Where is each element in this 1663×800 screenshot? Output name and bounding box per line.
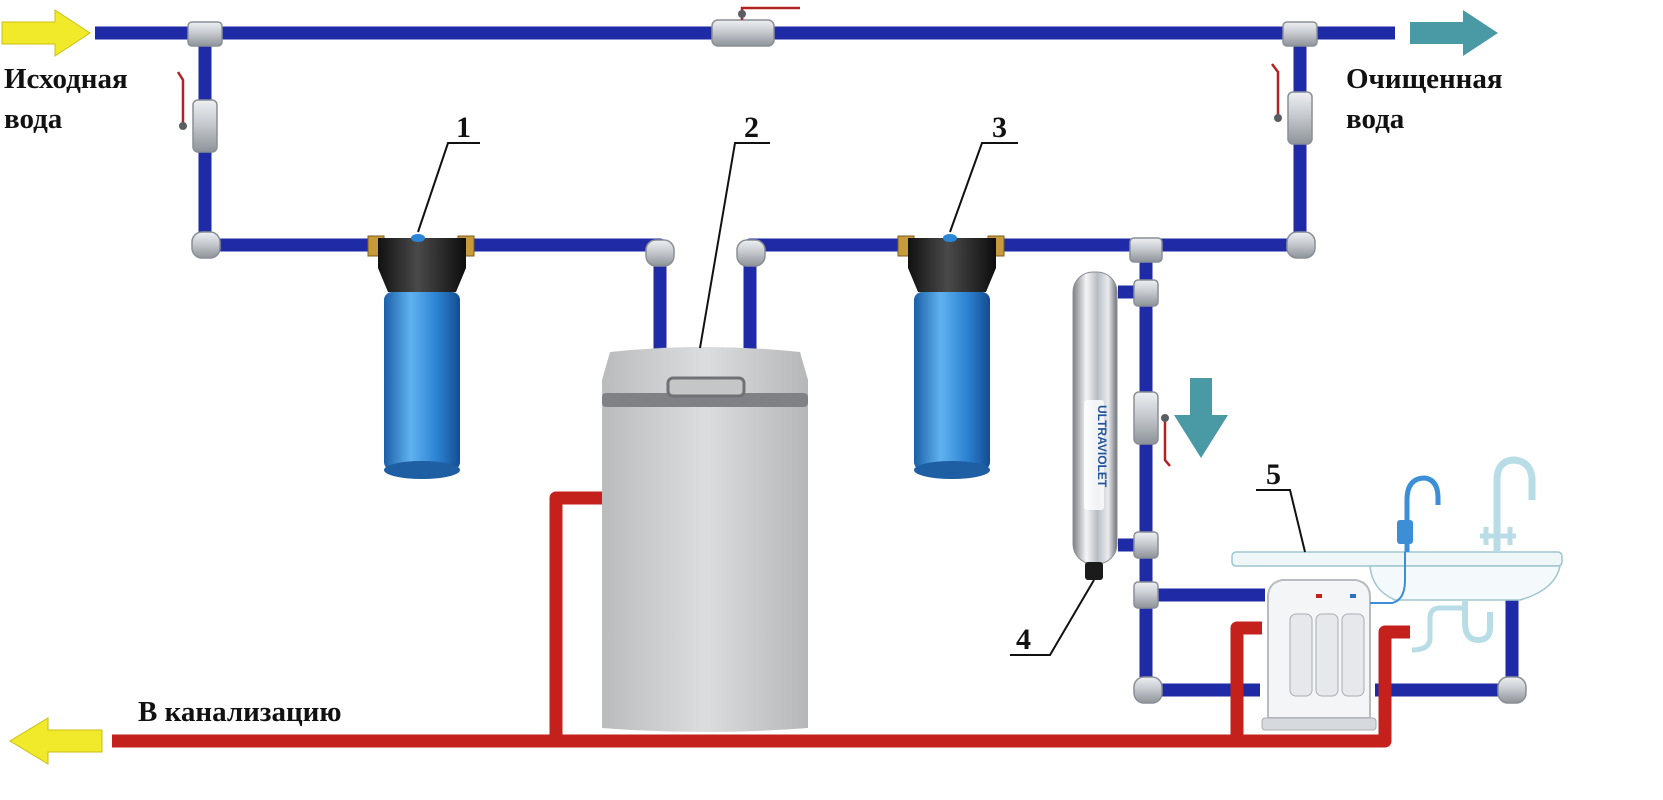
reverse-osmosis-unit xyxy=(1261,579,1377,731)
callout-line-1 xyxy=(417,142,480,233)
uv-sterilizer: ULTRAVIOLET xyxy=(1072,271,1118,580)
inlet-valve-body xyxy=(192,99,218,153)
drinking-faucet xyxy=(1404,475,1441,552)
outlet-elbow xyxy=(1286,231,1316,259)
clean-water-label-line2: вода xyxy=(1346,103,1405,135)
ro-indicator-red xyxy=(1316,594,1322,598)
softener-band xyxy=(602,393,808,407)
filter1-bowl xyxy=(384,292,460,470)
uv-label-band xyxy=(1084,400,1104,510)
source-water-label-line1: Исходная xyxy=(4,63,128,95)
filter1-head xyxy=(378,238,466,292)
softener-in-elbow xyxy=(645,239,675,267)
ro-base xyxy=(1261,717,1377,731)
callout-line-5 xyxy=(1256,489,1306,553)
sink-siphon xyxy=(1462,600,1493,644)
inlet-tee xyxy=(187,21,223,47)
filter3-bowl xyxy=(914,292,990,470)
callout-lines xyxy=(417,142,1306,656)
outlet-valve-knob xyxy=(1274,114,1282,122)
siphon-drain xyxy=(1411,605,1465,653)
drinking-faucet-valve xyxy=(1397,520,1413,544)
inlet-valve-handle xyxy=(176,71,185,125)
ro-drain-pipe xyxy=(1230,621,1262,741)
sink-basin xyxy=(1369,565,1561,601)
filter1-bowl-bottom xyxy=(384,461,460,479)
callout-line-4 xyxy=(1010,579,1095,656)
callout-number-5: 5 xyxy=(1266,458,1281,491)
inlet-elbow xyxy=(191,231,221,259)
outlet-tee xyxy=(1282,21,1318,47)
filter3-head xyxy=(908,238,996,292)
softener-out-elbow xyxy=(736,239,766,267)
softener-handle xyxy=(666,376,746,398)
callout-number-2: 2 xyxy=(744,111,759,144)
ro-membrane-right xyxy=(1341,613,1365,697)
outlet-valve-handle xyxy=(1271,63,1280,118)
main-faucet xyxy=(1493,456,1536,552)
outlet-arrow xyxy=(1410,10,1498,56)
ro-right-elbow xyxy=(1497,676,1527,704)
drain-arrow xyxy=(9,717,103,765)
softener-body xyxy=(602,347,808,732)
ro-membrane-mid xyxy=(1315,613,1339,697)
ro-indicator-blue xyxy=(1350,594,1356,598)
kitchen-sink xyxy=(1231,456,1563,653)
filter1-cap-button xyxy=(411,234,425,242)
pipe-fittings xyxy=(187,19,1527,704)
countertop xyxy=(1231,551,1563,567)
clean-water-label-line1: Очищенная xyxy=(1346,63,1503,95)
ro-to-faucet-tube xyxy=(1370,552,1406,604)
softener-drain-pipe xyxy=(549,491,610,741)
ro-bottom-elbow xyxy=(1133,676,1163,704)
uv-top-tee xyxy=(1133,279,1159,307)
drain-main-pipe xyxy=(112,625,1410,748)
filter3-to-outlet-pipe xyxy=(1000,33,1307,252)
callout-line-2 xyxy=(699,142,770,349)
ro-valve-knob xyxy=(1161,414,1169,422)
main-faucet-handles xyxy=(1480,527,1516,545)
ro-branch-tee xyxy=(1129,237,1163,263)
uv-lamp-cap xyxy=(1085,562,1103,580)
outlet-valve-body xyxy=(1287,91,1313,145)
bypass-valve-body xyxy=(711,19,775,47)
bypass-valve-handle xyxy=(740,6,800,20)
uv-brand-text: ULTRAVIOLET xyxy=(1095,405,1109,488)
ro-feed-tee xyxy=(1133,581,1159,609)
inlet-arrow xyxy=(1,9,91,57)
filter3-bowl-bottom xyxy=(914,461,990,479)
bypass-valve-knob xyxy=(738,10,746,18)
filter-housing-1 xyxy=(367,234,475,479)
water-softener-cabinet xyxy=(602,347,808,732)
filter-housing-3 xyxy=(897,234,1005,479)
callout-line-3 xyxy=(949,142,1018,233)
drain-pipes xyxy=(112,491,1410,748)
filter1-to-softener-pipe xyxy=(470,238,667,350)
softener-to-filter3-pipe xyxy=(743,238,910,350)
drain-label: В канализацию xyxy=(138,696,342,728)
ro-membrane-left xyxy=(1289,613,1313,697)
callout-number-3: 3 xyxy=(992,111,1007,144)
ro-branch-valve-body xyxy=(1133,391,1159,445)
flow-down-arrow xyxy=(1174,378,1228,458)
inlet-valve-knob xyxy=(179,122,187,130)
ro-valve-handle xyxy=(1163,418,1171,467)
callout-number-1: 1 xyxy=(456,111,471,144)
callout-number-4: 4 xyxy=(1016,623,1031,656)
inlet-branch-pipe xyxy=(198,33,380,252)
source-water-label-line2: вода xyxy=(4,103,63,135)
filter3-cap-button xyxy=(943,234,957,242)
uv-bottom-tee xyxy=(1133,531,1159,559)
